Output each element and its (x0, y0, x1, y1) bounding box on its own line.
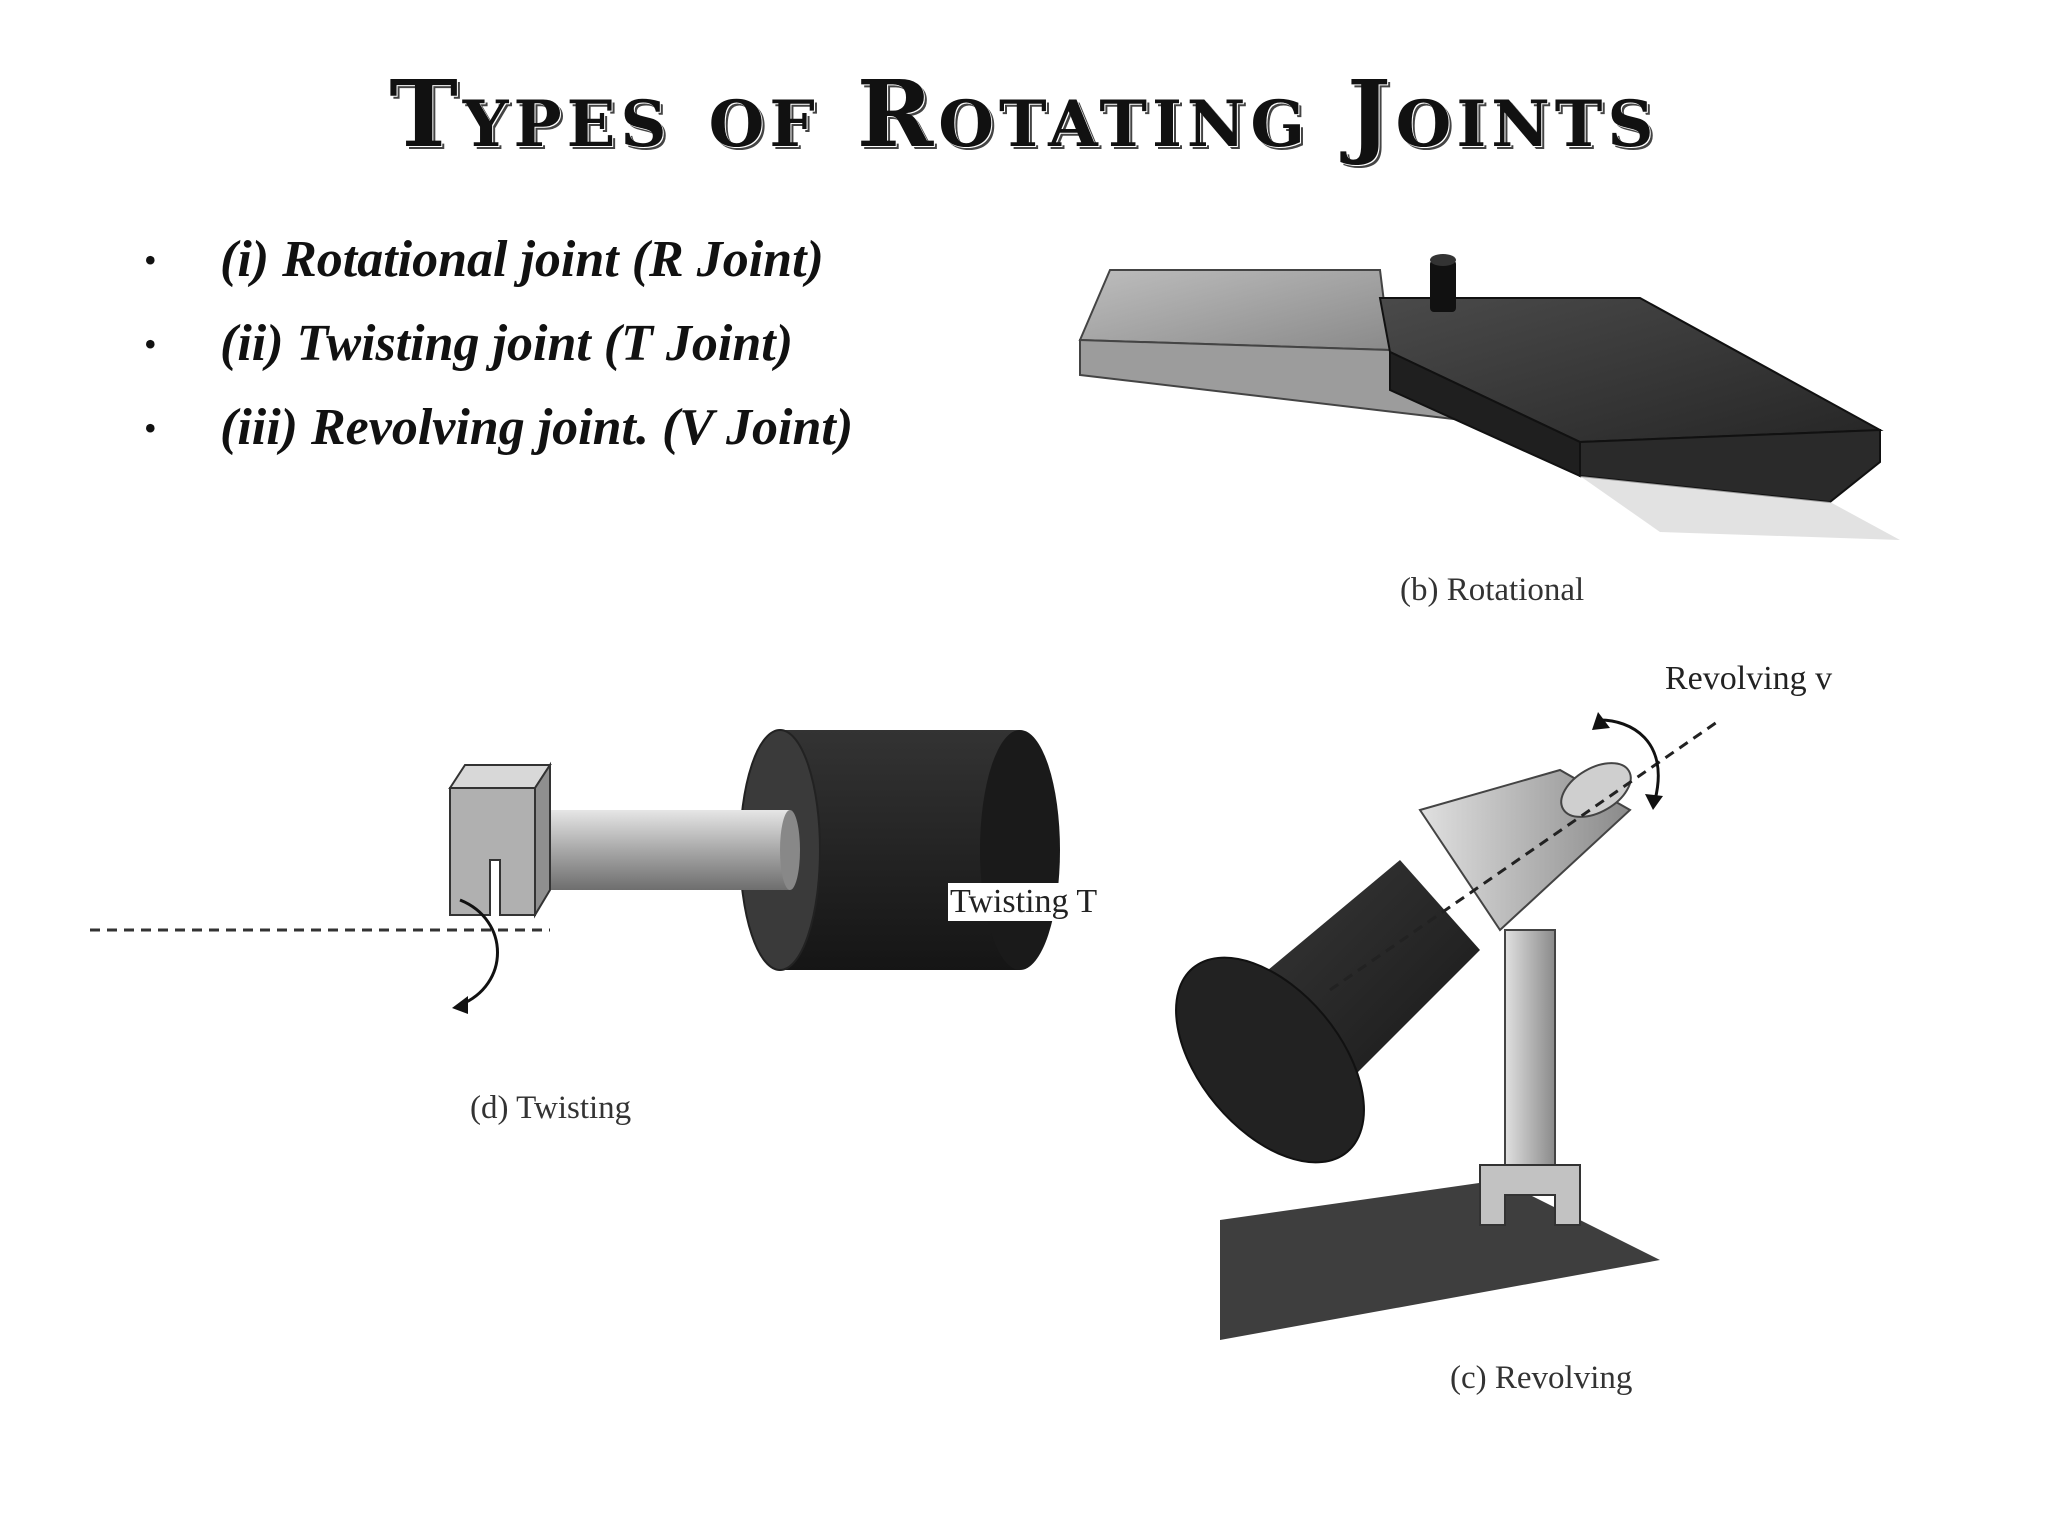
rotational-joint-figure: (b) Rotational (1060, 240, 1920, 608)
bullet-point: • (144, 408, 157, 448)
bullet-text: (ii) Twisting joint (T Joint) (220, 315, 794, 372)
revolving-label: Revolving v (1665, 660, 1833, 697)
bullet-point: • (144, 240, 157, 280)
bullet-item-twisting: • (ii) Twisting joint (T Joint) (140, 302, 853, 386)
twisting-joint-figure: Twisting T (d) Twisting (90, 700, 1100, 1126)
bullet-item-revolving: • (iii) Revolving joint. (V Joint) (140, 386, 853, 470)
bullet-text: (i) Rotational joint (R Joint) (220, 231, 824, 288)
rotational-caption: (b) Rotational (1400, 572, 1585, 608)
slide-title: Types of Rotating Joints (389, 60, 1659, 168)
rotational-joint-illustration (1078, 254, 1900, 540)
revolving-joint-illustration (1175, 712, 1721, 1340)
bullet-item-rotational: • (i) Rotational joint (R Joint) (140, 218, 853, 302)
twisting-joint-illustration (90, 729, 1060, 1014)
twisting-caption: (d) Twisting (470, 1090, 632, 1126)
twisting-label: Twisting T (948, 883, 1100, 921)
joint-type-list: • (i) Rotational joint (R Joint) • (ii) … (140, 218, 853, 470)
revolving-joint-figure: Revolving v (c) Revolving (1160, 660, 1920, 1396)
revolving-caption: (c) Revolving (1450, 1360, 1633, 1396)
bullet-text: (iii) Revolving joint. (V Joint) (220, 399, 854, 456)
bullet-point: • (144, 324, 157, 364)
